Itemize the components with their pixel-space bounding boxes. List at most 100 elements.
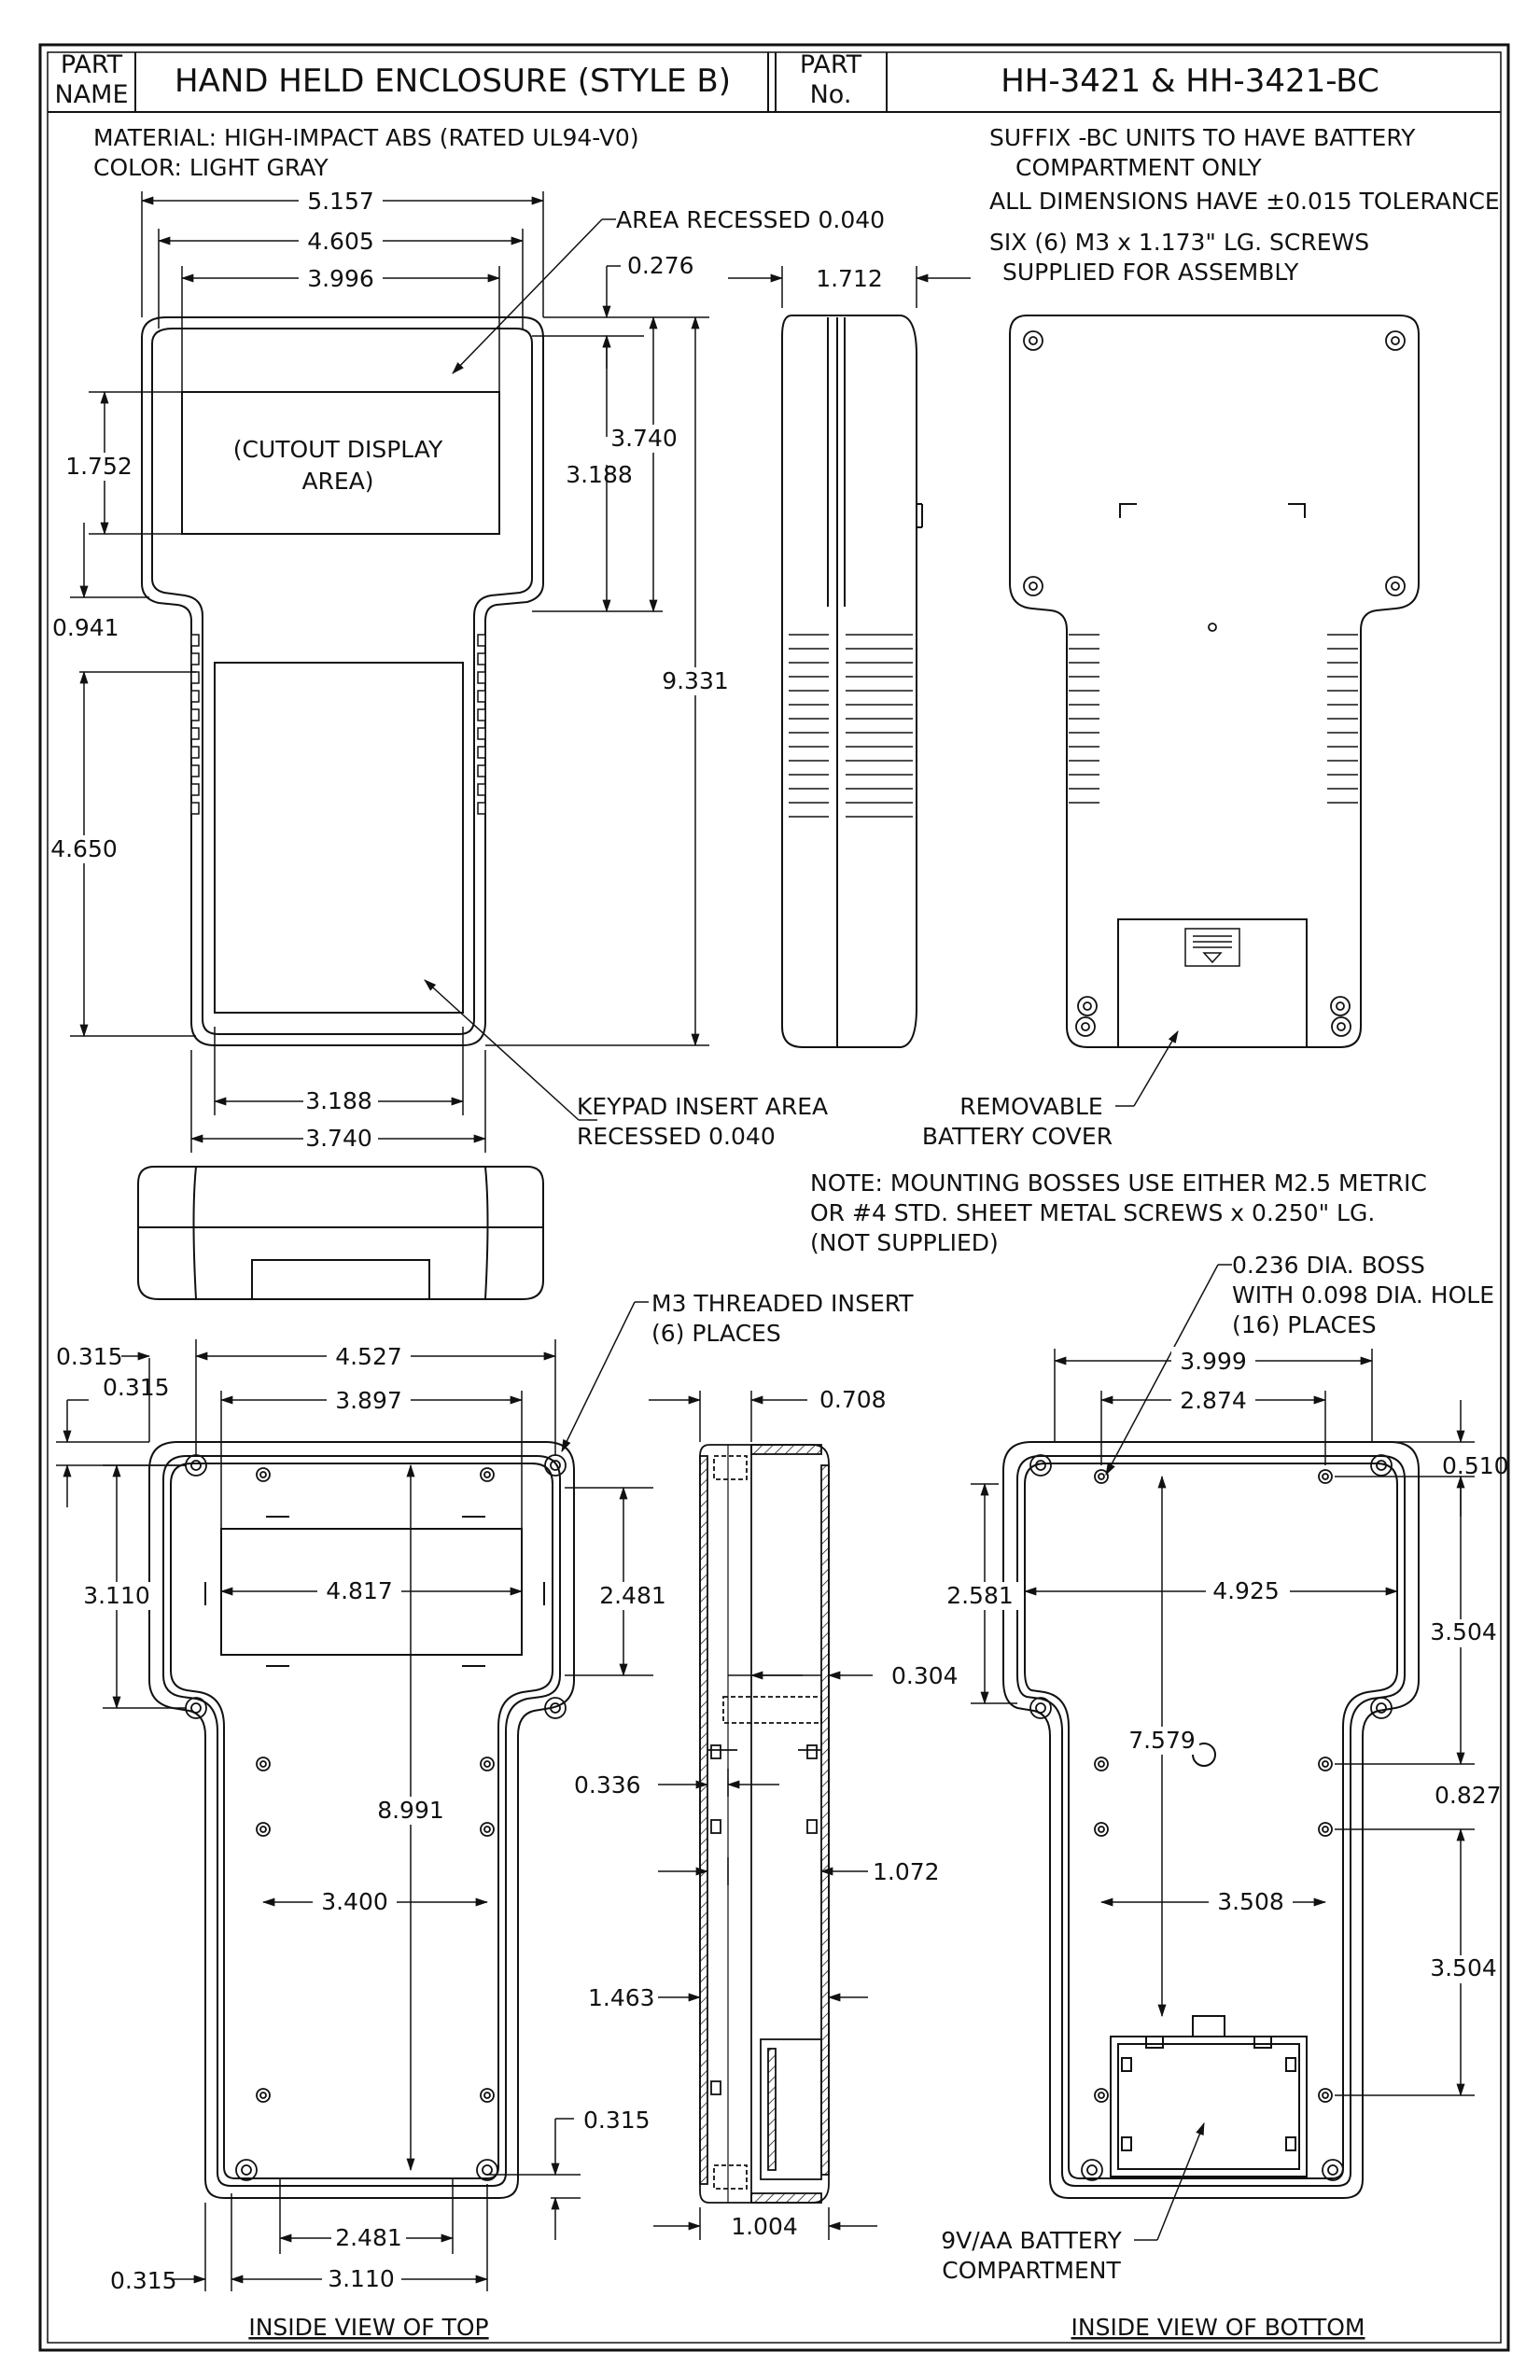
dim-4605: 4.605 [307,228,374,255]
dim-3996: 3.996 [307,265,374,292]
side-view [781,315,923,1048]
dim-7579: 7.579 [1128,1727,1196,1754]
front-dimension-lines [70,191,709,1153]
dim-3400: 3.400 [321,1888,388,1915]
suffix-note-1: SUFFIX -BC UNITS TO HAVE BATTERY [989,124,1416,151]
cutout-label-1: (CUTOUT DISPLAY [233,436,443,463]
side-dimension-lines [728,266,971,308]
dim-2581: 2.581 [946,1582,1014,1609]
inside-bottom-view [1002,1441,1420,2199]
dim-3188-v: 3.188 [566,461,633,488]
part-no-label: PART [800,50,862,79]
dim-3504-a: 3.504 [1430,1618,1497,1645]
boss-label-3: (16) PLACES [1232,1311,1377,1338]
battery-label-2: COMPARTMENT [942,2257,1121,2284]
dim-3897: 3.897 [335,1387,402,1414]
dim-1752: 1.752 [65,453,133,480]
caption-inside-top: INSIDE VIEW OF TOP [248,2314,488,2341]
tolerance-note: ALL DIMENSIONS HAVE ±0.015 TOLERANCE [989,188,1500,215]
dim-0315-d: 0.315 [110,2267,177,2294]
dim-0315-a: 0.315 [56,1343,123,1370]
inside-top-dimension-lines [56,1301,653,2291]
caption-inside-bottom: INSIDE VIEW OF BOTTOM [1071,2314,1365,2341]
insert-label-1: M3 THREADED INSERT [651,1290,914,1317]
side-grip-ribs [789,634,913,818]
dim-0276: 0.276 [627,252,694,279]
keypad-label-1: KEYPAD INSERT AREA [577,1093,828,1120]
dim-4817: 4.817 [326,1577,393,1604]
dim-3110-h: 3.110 [328,2265,395,2292]
dim-4650: 4.650 [50,835,118,862]
insert-label-2: (6) PLACES [651,1320,781,1347]
part-name-value: HAND HELD ENCLOSURE (STYLE B) [175,63,731,100]
part-name-label-2: NAME [54,80,128,109]
dim-2481-v: 2.481 [599,1582,666,1609]
boss-label-2: WITH 0.098 DIA. HOLE [1232,1281,1494,1309]
cutout-label-2: AREA) [301,468,373,495]
dim-3110-v: 3.110 [83,1582,150,1609]
bosses-note-3: (NOT SUPPLIED) [810,1229,999,1256]
sheet-border [38,43,1510,2352]
inside-top-dim-text-bg [79,1342,668,2293]
back-view [1009,315,1420,1048]
inside-bottom-dim-text-bg [943,1347,1498,1983]
dim-4925: 4.925 [1212,1577,1280,1604]
dim-3508: 3.508 [1217,1888,1284,1915]
dim-0315-c: 0.315 [583,2107,651,2134]
dim-5157: 5.157 [307,188,374,215]
boss-label-1: 0.236 DIA. BOSS [1232,1252,1425,1279]
battery-cover [1117,918,1308,1048]
removable-label-2: BATTERY COVER [922,1123,1113,1150]
dim-9331: 9.331 [662,667,729,694]
section-dimension-lines [649,1391,877,2240]
front-dim-text [51,187,737,1153]
dim-3740-h: 3.740 [305,1125,372,1152]
display-cutout [181,391,500,535]
dim-1463: 1.463 [588,1984,655,2011]
dim-0510: 0.510 [1442,1452,1509,1479]
end-view [137,1166,544,1300]
battery-latch-icon [1184,928,1240,967]
dim-0941: 0.941 [52,614,119,641]
dim-2874: 2.874 [1180,1387,1247,1414]
part-name-label: PART [61,50,123,79]
dim-2481-h: 2.481 [335,2224,402,2251]
dim-1072: 1.072 [873,1858,940,1885]
back-screw-holes [1023,330,1406,1037]
dim-3740-v: 3.740 [610,425,678,452]
back-grip-ribs [1069,634,1358,804]
screws-note-2: SUPPLIED FOR ASSEMBLY [1002,259,1299,286]
keypad-label-2: RECESSED 0.040 [577,1123,776,1150]
dim-3188-h: 3.188 [305,1087,372,1114]
part-no-value: HH-3421 & HH-3421-BC [1001,63,1379,100]
section-view [699,1444,830,2204]
suffix-note-2: COMPARTMENT ONLY [1015,154,1262,181]
color-note: COLOR: LIGHT GRAY [93,154,329,181]
dim-0304: 0.304 [891,1662,959,1689]
part-no-label-2: No. [810,80,852,109]
battery-label-1: 9V/AA BATTERY [941,2227,1122,2254]
inside-top-view [148,1441,575,2199]
bosses-note-1: NOTE: MOUNTING BOSSES USE EITHER M2.5 ME… [810,1169,1427,1197]
dim-1712: 1.712 [816,265,883,292]
dim-0336: 0.336 [574,1771,641,1799]
bosses-note-2: OR #4 STD. SHEET METAL SCREWS x 0.250" L… [810,1199,1375,1226]
removable-label-1: REMOVABLE [959,1093,1102,1120]
screws-note-1: SIX (6) M3 x 1.173" LG. SCREWS [989,229,1369,256]
material-note: MATERIAL: HIGH-IMPACT ABS (RATED UL94-V0… [93,124,639,151]
dim-0827: 0.827 [1435,1782,1502,1809]
dim-4527: 4.527 [335,1343,402,1370]
dim-1004: 1.004 [731,2213,798,2240]
dim-3999: 3.999 [1180,1348,1247,1375]
dim-0315-b: 0.315 [103,1374,170,1401]
inside-bottom-bosses [1029,1454,1393,2181]
dim-3504-b: 3.504 [1430,1954,1497,1981]
dim-8991: 8.991 [377,1797,444,1824]
dim-0708: 0.708 [819,1386,887,1413]
back-leader-lines [1115,1030,1179,1107]
front-grip-ribs [190,634,486,815]
title-block [48,52,1501,113]
area-recessed-label: AREA RECESSED 0.040 [616,206,885,233]
keypad-insert-area [214,662,464,1014]
